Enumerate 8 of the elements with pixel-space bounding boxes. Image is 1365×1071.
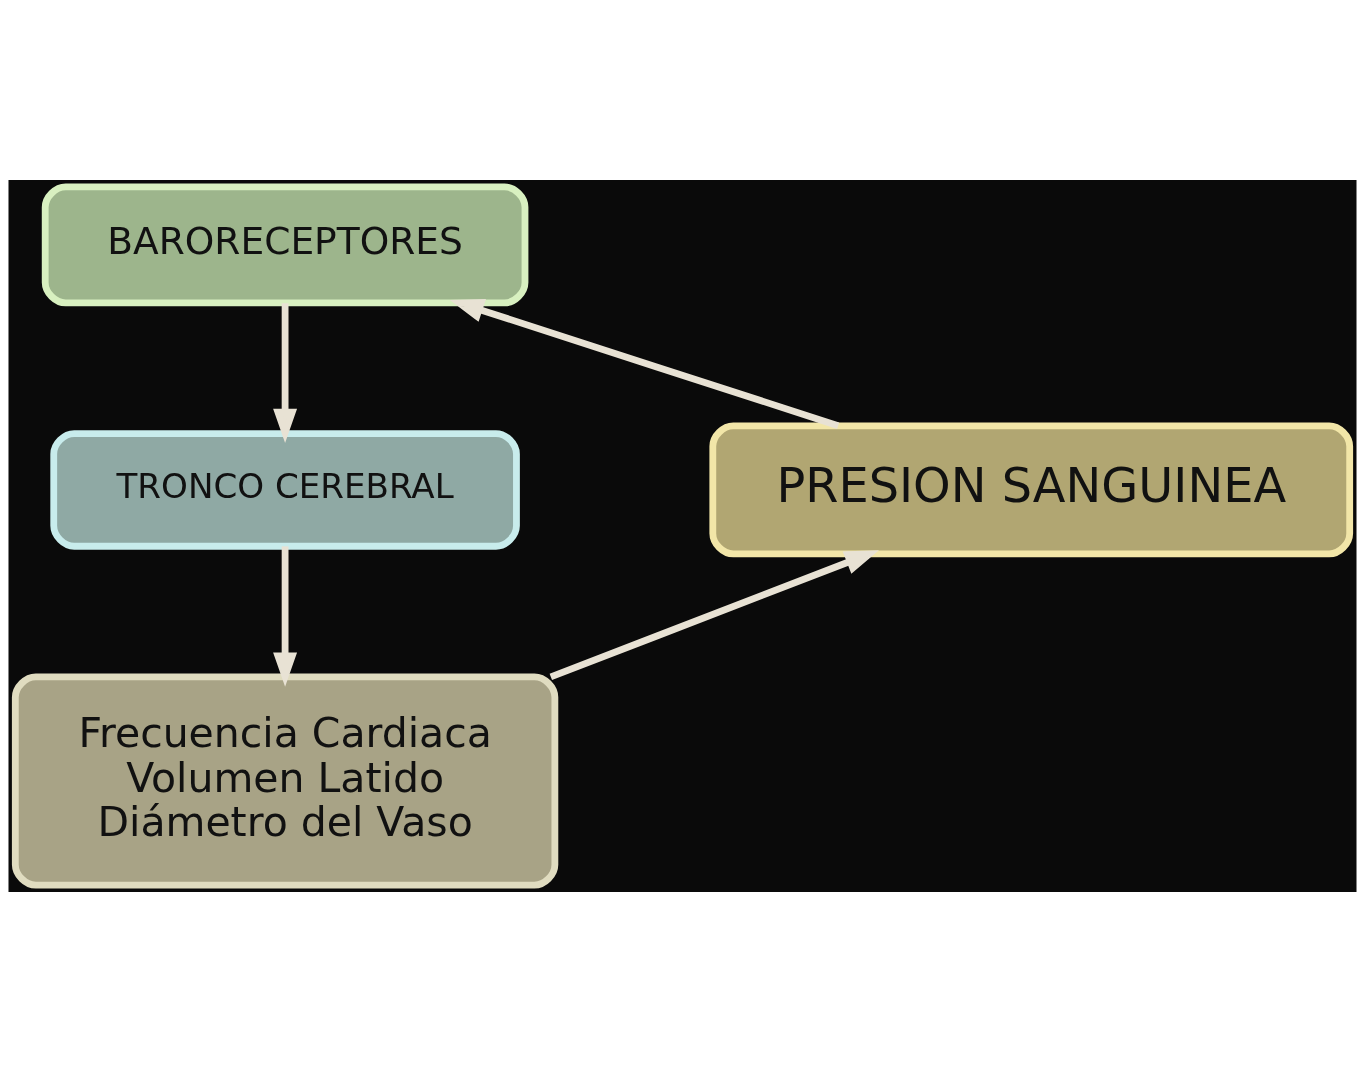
- node-box: PRESION SANGUINEA: [709, 421, 1354, 557]
- arrow: [549, 549, 879, 680]
- node-box: Frecuencia Cardiaca Volumen Latido Diámetro del Vaso: [11, 672, 559, 889]
- node-box: BARORECEPTORES: [41, 182, 529, 306]
- node-box: TRONCO CEREBRAL: [50, 429, 520, 550]
- arrow: [449, 298, 840, 429]
- arrow: [273, 545, 298, 687]
- arrow: [273, 302, 298, 443]
